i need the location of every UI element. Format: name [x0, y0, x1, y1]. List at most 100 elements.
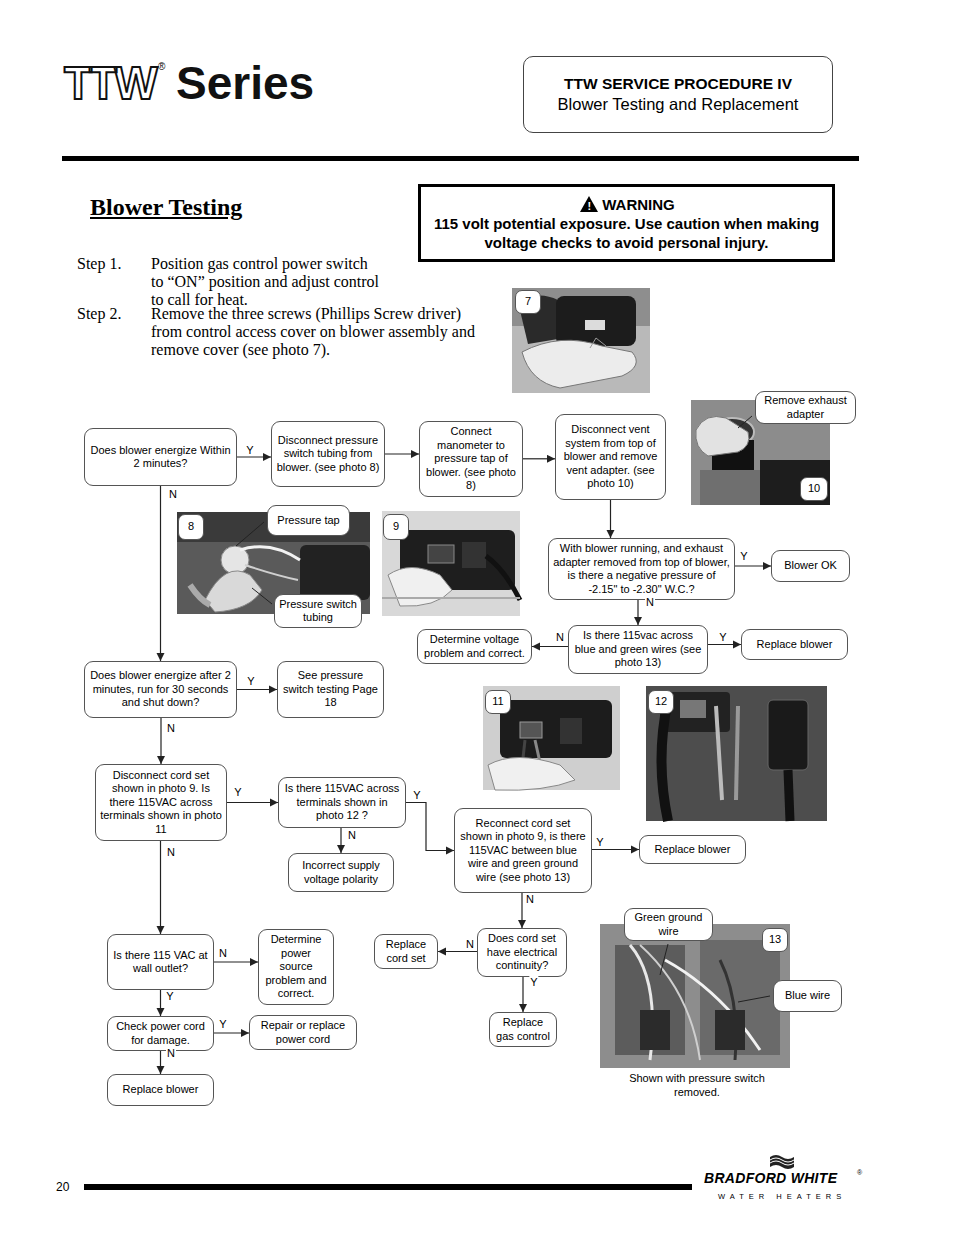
node-text: 115 volt potential exposure. Use caution… [427, 214, 826, 252]
header-rule [62, 156, 859, 161]
leader-line [236, 416, 770, 1002]
node-text: Repair or replace power cord [254, 1019, 352, 1046]
callout-box: Blue wire [773, 980, 842, 1012]
branch-label: Y [595, 836, 604, 848]
flow-arrow [160, 841, 161, 934]
flow-box: Disconnect cord set shown in photo 9. Is… [95, 764, 227, 841]
node-text: Blower Testing and Replacement [558, 94, 799, 115]
node-text: Pressure tap [277, 514, 339, 528]
flow-box: Determine power source problem and corre… [258, 929, 334, 1005]
node-text: Replace blower [757, 638, 833, 652]
node-text: Disconnect cord set shown in photo 9. Is… [100, 769, 222, 837]
branch-label: N [166, 846, 176, 858]
flow-box: Replace gas control [489, 1012, 557, 1047]
photo-7 [512, 288, 650, 393]
flow-arrow [160, 1051, 161, 1074]
node-text: Is there 115VAC across terminals shown i… [283, 782, 401, 823]
flow-box: Incorrect supply voltage polarity [288, 853, 394, 892]
photo-9-part [382, 597, 520, 599]
footer-rule-part [84, 1184, 692, 1190]
footer-rule [84, 1184, 692, 1190]
photo-10-part [760, 460, 830, 505]
flow-arrow [735, 565, 771, 566]
trademark: ® [857, 1169, 862, 1177]
photo-10-part [700, 470, 760, 505]
flow-arrow [160, 486, 161, 661]
flow-box: Replace blower [741, 629, 848, 660]
branch-label: N [166, 722, 176, 734]
photo-number: 8 [178, 514, 204, 540]
flow-arrow [522, 977, 523, 1013]
node-text: Disconnect vent system from top of blowe… [560, 423, 661, 491]
branch-label: Y [739, 550, 748, 562]
flow-arrow [406, 803, 454, 851]
photo-9-part [486, 556, 520, 600]
flow-box: Reconnect cord set shown in photo 9, is … [454, 808, 592, 893]
flow-arrow [160, 990, 161, 1016]
flow-arrow [237, 456, 271, 457]
flow-box: Is there 115vac across blue and green wi… [568, 625, 708, 674]
flow-box: Disconnect pressure switch tubing from b… [271, 421, 385, 487]
node-text: 8 [188, 520, 194, 534]
photo-8-part [190, 585, 210, 605]
flow-arrow [592, 849, 639, 850]
warning-box: WARNING115 volt potential exposure. Use … [418, 184, 835, 262]
branch-label: N [347, 829, 357, 841]
branch-label: Y [165, 990, 174, 1002]
flow-arrow [637, 600, 638, 625]
photo-11-part [483, 686, 620, 790]
leader-line-part [738, 416, 752, 428]
flow-arrow [708, 644, 741, 645]
header-box: TTW SERVICE PROCEDURE IVBlower Testing a… [523, 56, 833, 133]
flow-arrow [340, 828, 341, 853]
branch-label: N [166, 1047, 176, 1059]
node-text: TTW SERVICE PROCEDURE IV [564, 74, 792, 94]
page-number: 20 [56, 1180, 69, 1194]
photo-11-part [560, 718, 582, 744]
photo-13-part [665, 960, 760, 1050]
flow-box: Replace blower [639, 835, 746, 864]
node-text: Is there 115 VAC at wall outlet? [112, 949, 209, 976]
node-text: Incorrect supply voltage polarity [293, 859, 389, 886]
flow-arrow [385, 453, 419, 454]
callout-box: Remove exhaust adapter [755, 391, 856, 424]
photo-10-part [696, 417, 749, 457]
node-text: Connect manometer to pressure tap of blo… [424, 425, 518, 493]
brand-name: BRADFORD WHITE [704, 1170, 837, 1186]
leader-line-part [236, 522, 264, 546]
flow-box: Replace cord set [374, 934, 438, 969]
node-text: Replace cord set [379, 938, 433, 965]
branch-label: Y [218, 1018, 227, 1030]
photo-8-part [245, 565, 298, 580]
step-number: Step 1. [77, 255, 121, 273]
node-text: Remove exhaust adapter [759, 394, 852, 421]
photo-12-part [646, 686, 827, 821]
flow-arrow [214, 961, 258, 962]
photo-13-part [640, 1010, 670, 1050]
page-title: Blower Testing [90, 194, 242, 221]
photo-7-part [522, 340, 636, 388]
logo-text: Series [176, 58, 314, 108]
step-number: Step 2. [77, 305, 121, 323]
node-text: Disconnect pressure switch tubing from b… [276, 434, 380, 475]
node-text: Pressure switch tubing [278, 598, 358, 625]
photo-note: Shown with pressure switch removed. [628, 1071, 766, 1099]
photo-11-part [500, 700, 612, 758]
photo-12 [646, 686, 827, 821]
photo-9-part [388, 568, 452, 607]
photo-12-part [716, 706, 722, 800]
photo-12-part [680, 700, 706, 718]
brand-flag-part [770, 1155, 794, 1169]
flow-arrow [610, 500, 611, 538]
photo-9-part [428, 545, 454, 563]
node-text: 7 [525, 295, 531, 309]
photo-8-part [221, 546, 249, 574]
node-text: Reconnect cord set shown in photo 9, is … [459, 817, 587, 885]
photo-number: 13 [762, 928, 788, 952]
photo-9 [382, 511, 520, 616]
node-text: Replace blower [655, 843, 731, 857]
photo-number: 10 [800, 477, 828, 501]
photo-13-part [715, 1010, 745, 1050]
photo-8-part [300, 545, 370, 600]
